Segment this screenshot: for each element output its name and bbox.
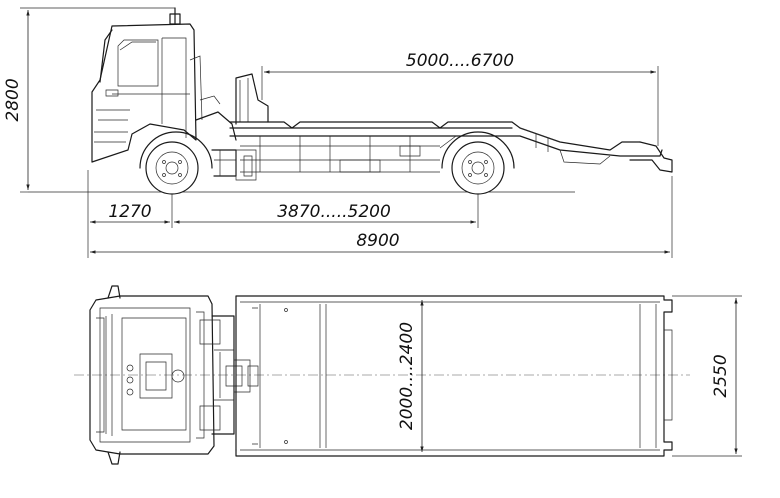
dim-overall-length: 8900 (90, 176, 673, 258)
dim-platform-width: 2000....2400 (397, 300, 424, 452)
label-overall-length: 8900 (356, 231, 399, 251)
dim-overall-height: 2800 (3, 7, 175, 193)
side-rear-wheel (441, 131, 515, 195)
side-cab (91, 7, 237, 163)
dim-overhang-wheelbase: 1270 3870.....5200 (87, 170, 479, 258)
side-platform (211, 73, 673, 181)
dim-platform-length: 5000....6700 (261, 51, 659, 146)
top-cab (89, 285, 215, 465)
label-overall-height: 2800 (3, 78, 23, 121)
side-view (28, 7, 673, 195)
label-front-overhang: 1270 (108, 202, 151, 222)
top-platform (235, 295, 673, 457)
dim-overall-width: 2550 (672, 295, 742, 457)
side-front-wheel (139, 131, 213, 195)
top-view (74, 285, 690, 465)
label-platform-length: 5000....6700 (406, 51, 514, 71)
label-platform-width: 2000....2400 (397, 322, 417, 430)
label-wheelbase: 3870.....5200 (277, 202, 391, 222)
top-chassis (199, 315, 251, 435)
label-overall-width: 2550 (711, 354, 731, 397)
